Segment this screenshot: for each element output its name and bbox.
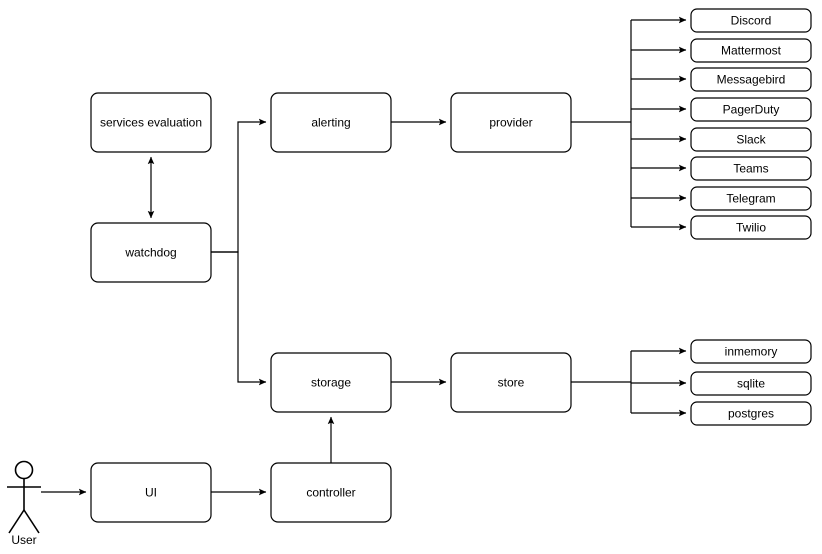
node-store-box[interactable] (450, 352, 572, 413)
node-provider-box[interactable] (450, 92, 572, 153)
user-actor: User (7, 460, 41, 547)
node-provider-twilio-box[interactable] (690, 215, 812, 240)
node-store[interactable]: store (450, 352, 572, 413)
node-controller-box[interactable] (270, 462, 392, 523)
actor-leg-right (23, 509, 40, 534)
node-provider-pagerduty[interactable]: PagerDuty (690, 97, 812, 122)
node-provider-slack-box[interactable] (690, 127, 812, 152)
node-provider-slack[interactable]: Slack (690, 127, 812, 152)
node-provider-telegram[interactable]: Telegram (690, 186, 812, 211)
node-store-postgres-box[interactable] (690, 401, 812, 426)
actor-head-icon (14, 460, 34, 480)
node-ui-box[interactable] (90, 462, 212, 523)
node-provider-messagebird[interactable]: Messagebird (690, 67, 812, 92)
node-provider-twilio[interactable]: Twilio (690, 215, 812, 240)
node-store-sqlite-box[interactable] (690, 371, 812, 396)
node-services-evaluation-box[interactable] (90, 92, 212, 153)
node-watchdog-box[interactable] (90, 222, 212, 283)
provider-targets-layer: Discord Mattermost Messagebird PagerDuty… (690, 8, 812, 240)
node-provider-pagerduty-box[interactable] (690, 97, 812, 122)
node-provider-mattermost-box[interactable] (690, 38, 812, 63)
node-provider-messagebird-box[interactable] (690, 67, 812, 92)
actor-leg-left (8, 509, 25, 534)
node-storage[interactable]: storage (270, 352, 392, 413)
node-provider-teams[interactable]: Teams (690, 156, 812, 181)
node-provider-mattermost[interactable]: Mattermost (690, 38, 812, 63)
node-ui[interactable]: UI (90, 462, 212, 523)
node-alerting-box[interactable] (270, 92, 392, 153)
node-store-inmemory-box[interactable] (690, 339, 812, 364)
store-targets-layer: inmemory sqlite postgres (690, 339, 812, 426)
node-controller[interactable]: controller (270, 462, 392, 523)
node-store-inmemory[interactable]: inmemory (690, 339, 812, 364)
node-provider-telegram-box[interactable] (690, 186, 812, 211)
node-provider[interactable]: provider (450, 92, 572, 153)
node-store-postgres[interactable]: postgres (690, 401, 812, 426)
node-watchdog[interactable]: watchdog (90, 222, 212, 283)
node-store-sqlite[interactable]: sqlite (690, 371, 812, 396)
node-provider-discord[interactable]: Discord (690, 8, 812, 33)
edges-layer (41, 16, 687, 496)
node-services-evaluation[interactable]: services evaluation (90, 92, 212, 153)
node-alerting[interactable]: alerting (270, 92, 392, 153)
edge-watchdog-storage (211, 251, 267, 386)
node-provider-teams-box[interactable] (690, 156, 812, 181)
node-provider-discord-box[interactable] (690, 8, 812, 33)
edge-watchdog-alerting (211, 118, 267, 253)
actor-label: User (11, 533, 36, 547)
node-storage-box[interactable] (270, 352, 392, 413)
